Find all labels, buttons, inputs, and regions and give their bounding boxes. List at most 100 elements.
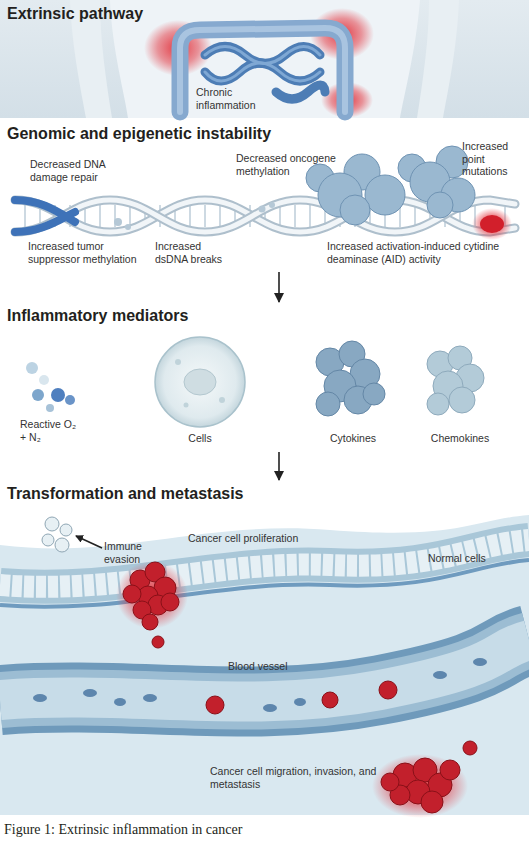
small-intestine-highlight	[205, 63, 320, 81]
annotation-label: Chemokines	[420, 432, 500, 445]
torso	[110, 0, 420, 118]
annotation-label: Reactive O₂ + N₂	[20, 418, 80, 443]
cancer-cell	[123, 585, 141, 603]
immune-cells	[42, 517, 72, 552]
blood-cell	[473, 658, 487, 666]
annotation-label: Normal cells	[428, 552, 508, 565]
metastasis-glow	[372, 754, 468, 818]
immune-cell	[60, 524, 72, 536]
methyl-bead	[114, 218, 122, 226]
point-mutation	[480, 215, 504, 233]
blood-cell	[143, 694, 157, 702]
annotation-label: Cells	[175, 432, 225, 445]
blood-cell	[294, 698, 306, 706]
annotation-label: Cancer cell migration, invasion, and met…	[210, 765, 380, 790]
annotation-label: Decreased oncogene methylation	[236, 152, 336, 177]
protein-lobe	[427, 393, 449, 415]
cancer-cell	[463, 741, 477, 755]
blood-vessel-layer	[0, 640, 529, 702]
cancer-cell	[142, 614, 158, 630]
protein-lobe	[340, 195, 370, 225]
annotation-label: Blood vessel	[228, 660, 318, 673]
blood-vessel-wall	[0, 640, 529, 702]
protein-lobe	[365, 175, 405, 215]
section-heading: Extrinsic pathway	[7, 5, 143, 23]
reactive-species	[65, 395, 75, 405]
section-band: Inflammatory mediators	[0, 302, 529, 452]
tissue-background	[0, 515, 529, 815]
chemokine-molecule	[427, 346, 484, 415]
epithelial-cells	[0, 540, 529, 587]
cancer-cell	[206, 696, 224, 714]
methyl-bead	[269, 202, 275, 208]
reactive-species	[39, 375, 49, 385]
annotation-label: Decreased DNA damage repair	[30, 158, 140, 183]
blood-cell	[33, 694, 47, 702]
section-heading: Inflammatory mediators	[7, 307, 188, 325]
section-band: Transformation and metastasis	[0, 480, 529, 815]
immune-cell	[42, 534, 54, 546]
section-heading: Genomic and epigenetic instability	[7, 125, 271, 143]
right-arm	[417, 0, 459, 118]
annotation-label: Cytokines	[318, 432, 388, 445]
cancer-cell	[161, 593, 179, 611]
immune-cell	[55, 538, 69, 552]
section-heading: Transformation and metastasis	[7, 485, 244, 503]
cell-granule	[175, 359, 181, 365]
small-intestine	[205, 63, 320, 81]
reactive-species	[46, 404, 54, 412]
annotation-label: Chronic inflammation	[196, 86, 276, 111]
cancer-cell	[381, 773, 399, 791]
cancer-cell	[379, 681, 397, 699]
reactive-species	[51, 388, 65, 402]
blood-vessel-lumen	[0, 640, 529, 702]
leader-arrow	[76, 536, 102, 548]
protein-lobe	[363, 383, 385, 405]
blood-cell	[114, 698, 126, 706]
immune-cell	[155, 337, 245, 427]
small-intestine	[276, 85, 325, 99]
cancer-cell	[322, 692, 338, 708]
blood-cell	[83, 689, 97, 697]
immune-cell	[45, 517, 59, 531]
figure-caption: Figure 1: Extrinsic inflammation in canc…	[4, 822, 242, 838]
protein-lobe	[449, 387, 475, 413]
cancer-cell	[440, 760, 460, 780]
protein-lobe	[427, 192, 453, 218]
methyl-bead	[125, 224, 131, 230]
damaged-dna-segment	[15, 212, 75, 232]
protein-lobe	[316, 392, 340, 416]
large-intestine	[180, 28, 345, 112]
torso-background	[0, 0, 529, 118]
cell-granule	[219, 397, 225, 403]
blood-cell	[263, 704, 277, 712]
annotation-label: Increased activation-induced cytidine de…	[327, 240, 519, 265]
cancer-cell	[152, 636, 164, 648]
cell-granule	[184, 403, 189, 408]
annotation-label: Cancer cell proliferation	[188, 532, 328, 545]
annotation-label: Increased dsDNA breaks	[155, 240, 230, 265]
flow-arrow	[278, 272, 280, 302]
methyl-bead	[259, 206, 266, 213]
cancer-cell	[421, 791, 443, 813]
reactive-species	[26, 362, 38, 374]
small-intestine-highlight	[205, 47, 320, 64]
flow-arrow	[278, 452, 280, 480]
mutation-glow	[472, 208, 512, 240]
cytokine-molecule	[316, 341, 385, 416]
annotation-label: Increased tumor suppressor methylation	[28, 240, 150, 265]
blood-cells	[33, 658, 487, 712]
metastasis-cluster	[381, 758, 460, 813]
annotation-label: Immune evasion	[104, 540, 154, 565]
tumor-glow	[116, 561, 188, 629]
tumor-cluster	[123, 562, 477, 755]
large-intestine-highlight	[180, 28, 345, 112]
cell-nucleus	[184, 369, 216, 395]
aid-protein	[306, 154, 405, 225]
section-band: Extrinsic pathway	[0, 0, 529, 118]
annotation-label: Increased point mutations	[462, 140, 524, 178]
basement-membrane	[0, 560, 529, 607]
blood-cell	[433, 671, 447, 679]
epithelium-layer	[0, 540, 529, 587]
